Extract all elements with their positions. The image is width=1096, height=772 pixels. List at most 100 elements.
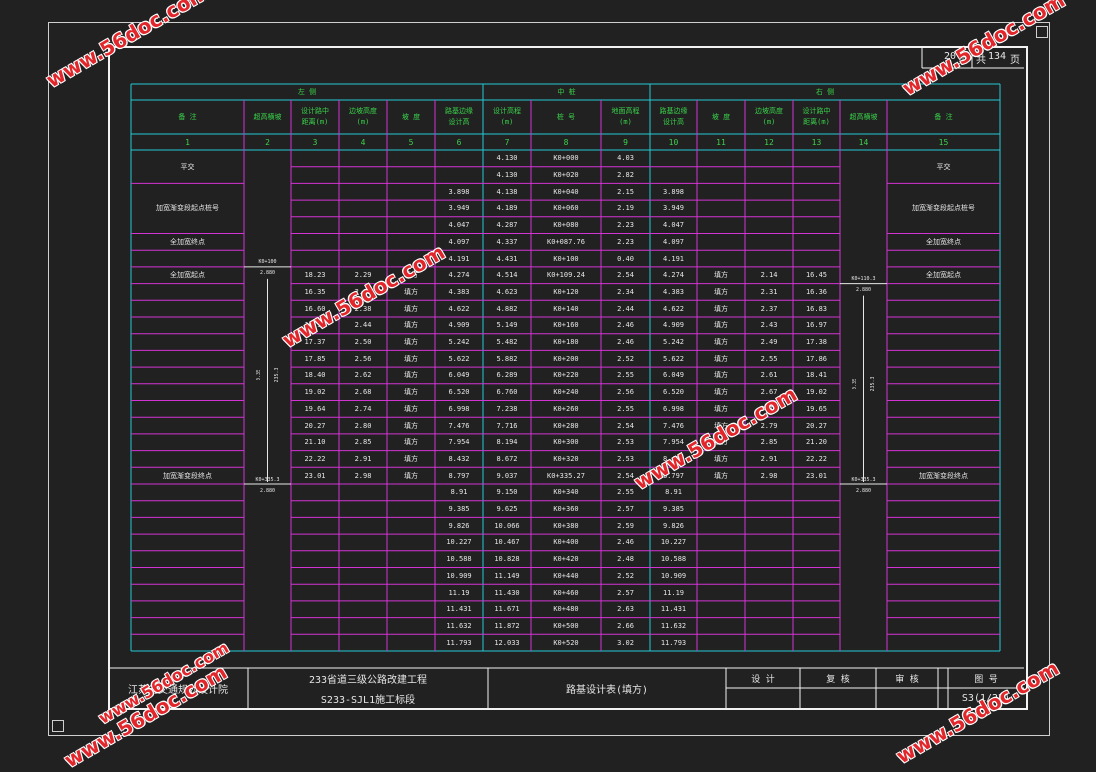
superelevation-end-station: K0+335.3 xyxy=(851,476,876,483)
table-cell: 9.150 xyxy=(496,488,518,497)
table-cell: 填方 xyxy=(404,287,418,296)
inner-frame xyxy=(108,46,1028,710)
table-cell: 3.949 xyxy=(662,204,685,213)
table-cell: 4.097 xyxy=(448,237,470,246)
table-cell: 填方 xyxy=(714,271,728,280)
table-cell: 2.38 xyxy=(354,304,372,313)
table-cell: 填方 xyxy=(714,454,728,463)
table-cell: 2.80 xyxy=(354,421,372,430)
table-cell: 填方 xyxy=(404,454,418,463)
table-cell: 8.797 xyxy=(448,471,470,480)
table-cell: 10.066 xyxy=(494,521,520,530)
table-cell: 6.049 xyxy=(662,371,685,380)
table-cell: 2.31 xyxy=(760,287,778,296)
table-cell: K0+320 xyxy=(553,454,579,463)
column-header: 备 注 xyxy=(934,112,953,121)
table-cell: 2.34 xyxy=(617,287,634,296)
table-cell: 填方 xyxy=(404,404,418,413)
table-cell: 4.431 xyxy=(496,254,518,263)
project-name: 233省道三级公路改建工程 xyxy=(308,674,428,686)
table-cell: K0+100 xyxy=(553,254,579,263)
column-header: 备 注 xyxy=(178,112,197,121)
table-cell: 4.274 xyxy=(448,271,470,280)
table-cell: 17.38 xyxy=(805,338,828,347)
table-cell: 填方 xyxy=(714,421,728,430)
drawing-title: 路基设计表(填方) xyxy=(565,684,649,696)
table-cell: 22.22 xyxy=(805,454,828,463)
table-cell: 7.476 xyxy=(662,421,685,430)
group-header: 中 桩 xyxy=(557,88,576,96)
right-remark: 全加宽起点 xyxy=(926,271,961,280)
table-cell: 8.432 xyxy=(662,454,685,463)
table-cell: 9.037 xyxy=(496,471,518,480)
table-cell: 5.149 xyxy=(496,321,518,330)
column-number: 12 xyxy=(764,137,774,147)
table-cell: K0+020 xyxy=(553,171,579,180)
table-cell: 10.909 xyxy=(446,571,472,580)
column-header: 坡 度 xyxy=(711,112,731,121)
table-cell: 2.73 xyxy=(760,404,778,413)
table-cell: 18.41 xyxy=(805,371,828,380)
table-cell: 6.520 xyxy=(448,388,470,397)
table-cell: 2.61 xyxy=(760,371,778,380)
table-cell: 填方 xyxy=(714,404,728,413)
column-number: 11 xyxy=(716,137,726,147)
table-cell: 2.44 xyxy=(354,321,372,330)
table-cell: 10.227 xyxy=(660,538,687,547)
table-cell: 2.82 xyxy=(617,171,634,180)
right-remark: 加宽渐变段起点桩号 xyxy=(912,204,975,213)
table-cell: 11.872 xyxy=(494,621,520,630)
table-cell: 2.37 xyxy=(760,304,778,313)
left-remark: 平交 xyxy=(180,162,195,171)
table-cell: 2.55 xyxy=(617,488,634,497)
column-header: 超高横坡 xyxy=(849,112,878,121)
superelevation-end-value: 2.880 xyxy=(855,487,872,494)
table-cell: K0+340 xyxy=(553,488,579,497)
table-cell: 10.588 xyxy=(446,555,472,564)
table-cell: 9.625 xyxy=(496,505,518,514)
table-cell: 填方 xyxy=(404,388,418,397)
table-cell: 16.60 xyxy=(304,304,326,313)
table-cell: 2.29 xyxy=(354,271,372,280)
table-cell: 4.623 xyxy=(496,287,518,296)
title-block: 江苏省交通规划设计院 233省道三级公路改建工程 S233-SJL1施工标段 路… xyxy=(108,668,1024,708)
table-cell: 2.57 xyxy=(617,505,634,514)
table-cell: 2.98 xyxy=(760,471,778,480)
drawing-no: S3(1/22) xyxy=(961,692,1011,704)
table-cell: 2.67 xyxy=(760,388,778,397)
table-cell: 9.385 xyxy=(662,505,685,514)
left-remark: 加宽渐变段起点桩号 xyxy=(156,204,219,213)
table-cell: 9.826 xyxy=(448,521,470,530)
table-cell: 6.998 xyxy=(662,404,685,413)
column-number: 1 xyxy=(185,137,190,147)
group-header: 右 侧 xyxy=(815,88,835,96)
table-cell: 2.49 xyxy=(760,338,778,347)
table-cell: K0+120 xyxy=(553,287,579,296)
table-cell: 填方 xyxy=(714,287,728,296)
table-cell: 16.36 xyxy=(805,287,828,296)
table-cell: 2.74 xyxy=(354,404,372,413)
table-cell: 2.91 xyxy=(354,454,372,463)
company-name: 江苏省交通规划设计院 xyxy=(128,684,228,696)
table-cell: 2.15 xyxy=(617,187,634,196)
superelevation-start-value: 2.880 xyxy=(855,287,872,294)
table-cell: 填方 xyxy=(714,371,728,380)
table-cell: K0+335.27 xyxy=(547,471,585,480)
table-cell: 2.54 xyxy=(617,271,634,280)
table-cell: K0+360 xyxy=(553,505,579,514)
table-cell: 4.03 xyxy=(617,154,634,163)
table-cell: K0+220 xyxy=(553,371,579,380)
table-cell: 2.19 xyxy=(617,204,634,213)
table-cell: K0+300 xyxy=(553,438,579,447)
table-cell: 2.57 xyxy=(617,588,634,597)
table-cell: 16.97 xyxy=(805,321,828,330)
table-cell: 11.19 xyxy=(662,588,685,597)
table-cell: K0+500 xyxy=(553,621,579,630)
table-cell: 2.54 xyxy=(617,421,634,430)
table-cell: 填方 xyxy=(404,304,418,313)
table-cell: 2.59 xyxy=(617,521,634,530)
table-cell: 填方 xyxy=(404,321,418,330)
table-cell: 4.287 xyxy=(496,221,518,230)
